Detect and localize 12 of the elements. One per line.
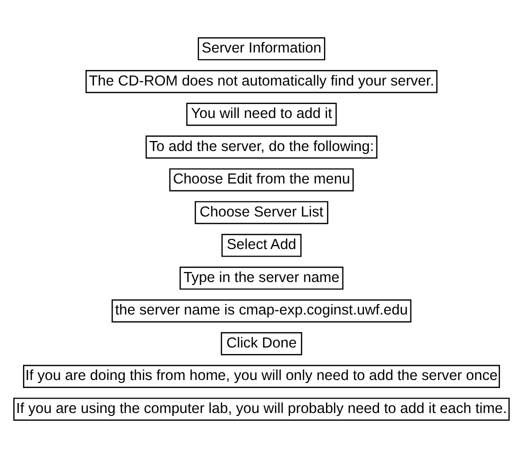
node-box: If you are doing this from home, you will only need to add the server once — [22, 364, 500, 388]
node-box: You will need to add it — [186, 102, 336, 126]
node-box: The CD-ROM does not automatically find your server. — [85, 70, 437, 94]
node-box: Click Done — [220, 332, 302, 356]
node-box: Choose Edit from the menu — [168, 168, 354, 192]
node-box: If you are using the computer lab, you will probably need to add it each time. — [12, 398, 510, 421]
node-box: the server name is cmap-exp.coginst.uwf.edu — [111, 299, 411, 322]
node-box: To add the server, do the following: — [145, 136, 377, 159]
node-box: Type in the server name — [179, 266, 343, 290]
node-box: Server Information — [197, 37, 325, 60]
node-box: Choose Server List — [194, 201, 328, 224]
node-box: Select Add — [220, 234, 302, 257]
